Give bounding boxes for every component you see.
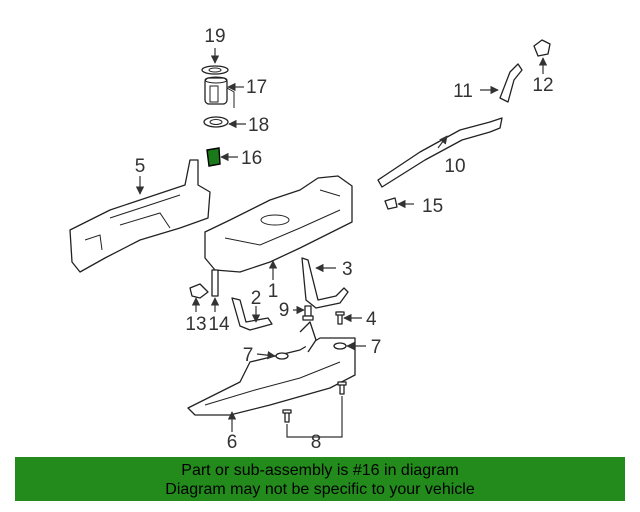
- callout-17: 17: [246, 77, 267, 98]
- part-1-fuel-tank[interactable]: [204, 175, 353, 273]
- part-7-clip-left[interactable]: [275, 352, 289, 360]
- callout-12: 12: [532, 75, 553, 96]
- part-7-clip-right[interactable]: [333, 342, 347, 350]
- part-8-bolts[interactable]: [282, 381, 347, 423]
- part-13-bracket[interactable]: [189, 283, 209, 299]
- part-18-seal[interactable]: [203, 116, 229, 128]
- part-5-shield[interactable]: [69, 159, 211, 273]
- callout-13: 13: [185, 314, 206, 335]
- callout-2: 2: [251, 288, 262, 309]
- callout-14: 14: [208, 314, 230, 335]
- callout-1: 1: [268, 281, 279, 302]
- leader-10: [437, 135, 448, 149]
- banner-line-1: Part or sub-assembly is #16 in diagram: [181, 462, 459, 479]
- part-6-skid-plate[interactable]: [187, 321, 356, 416]
- part-17-fuel-pump[interactable]: [204, 76, 235, 108]
- callout-15: 15: [422, 196, 443, 217]
- parts-diagram: 19 17 18 16 5 1 10: [69, 26, 554, 453]
- callout-16: 16: [241, 148, 262, 169]
- callout-4: 4: [366, 309, 377, 330]
- part-15-clip[interactable]: [384, 197, 398, 210]
- info-banner: Part or sub-assembly is #16 in diagram D…: [15, 457, 625, 501]
- callout-19: 19: [204, 26, 225, 47]
- part-11-filler-neck[interactable]: [499, 63, 523, 103]
- leader-8: [286, 396, 343, 438]
- part-9-bolt[interactable]: [302, 305, 314, 321]
- callout-7a: 7: [243, 345, 254, 366]
- callout-11: 11: [453, 81, 473, 102]
- part-4-bolt[interactable]: [335, 311, 345, 325]
- part-19-lock-ring[interactable]: [201, 65, 229, 75]
- part-12-fuel-cap[interactable]: [533, 39, 551, 57]
- part-10-filler-pipe[interactable]: [377, 117, 503, 188]
- part-14-rod[interactable]: [211, 269, 219, 297]
- callout-8: 8: [311, 432, 322, 453]
- callout-10: 10: [444, 156, 465, 177]
- part-16-highlighted[interactable]: [206, 147, 221, 167]
- banner-line-2: Diagram may not be specific to your vehi…: [165, 481, 475, 498]
- callout-7b: 7: [371, 337, 382, 358]
- leader-7a: [256, 350, 276, 360]
- callout-5: 5: [135, 156, 146, 177]
- part-3-strap[interactable]: [301, 257, 349, 309]
- callout-3: 3: [342, 259, 353, 280]
- callout-9: 9: [279, 300, 290, 321]
- callout-6: 6: [227, 432, 238, 453]
- part-2-strap[interactable]: [231, 297, 273, 331]
- callout-18: 18: [248, 115, 269, 136]
